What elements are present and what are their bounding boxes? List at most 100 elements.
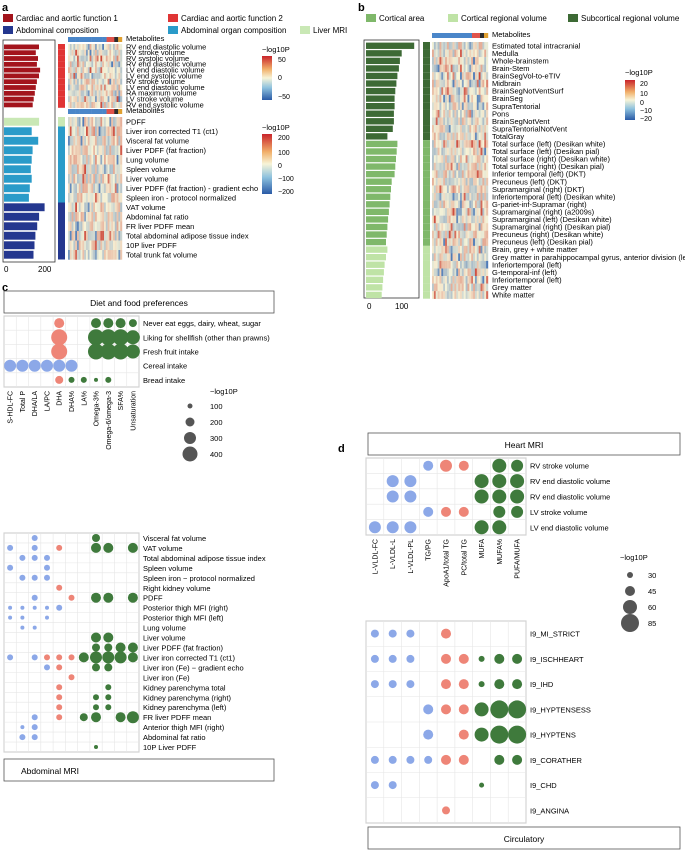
bar xyxy=(4,146,33,155)
row-label: Lung volume xyxy=(126,156,169,165)
heat-cell xyxy=(86,212,88,222)
heat-cell xyxy=(452,177,455,186)
heat-cell xyxy=(96,221,99,232)
heat-cell xyxy=(450,42,453,50)
heat-cell xyxy=(463,64,466,73)
bar xyxy=(366,148,397,155)
heat-cell xyxy=(486,147,489,156)
heat-cell xyxy=(71,96,74,103)
heat-cell xyxy=(84,49,87,56)
heat-cell xyxy=(460,102,463,111)
heat-cell xyxy=(86,44,88,50)
heat-cell xyxy=(458,109,461,118)
heat-cell xyxy=(104,67,106,74)
heat-cell xyxy=(456,291,459,299)
heat-cell xyxy=(107,174,110,184)
heat-cell xyxy=(461,49,464,58)
heat-cell xyxy=(82,44,85,50)
heat-cell xyxy=(93,183,96,194)
heat-cell xyxy=(96,96,99,103)
heat-cell xyxy=(441,177,444,186)
heat-cell xyxy=(107,78,110,85)
bar xyxy=(366,208,389,216)
category-cell xyxy=(58,102,65,108)
dot xyxy=(105,684,112,691)
heat-cell xyxy=(452,117,455,126)
dot xyxy=(458,679,469,690)
heat-cell xyxy=(460,170,463,179)
heat-cell xyxy=(82,136,85,146)
row-label: Posterior thigh MFI (left) xyxy=(143,614,224,623)
heat-cell xyxy=(473,102,476,111)
heat-cell xyxy=(86,96,88,103)
heat-cell xyxy=(102,183,105,194)
heat-cell xyxy=(87,67,90,74)
heat-cell xyxy=(435,72,438,80)
metabolite-class-cell xyxy=(114,37,119,42)
heat-cell xyxy=(105,240,108,251)
row-label: Supramarginal (right) (DKT) xyxy=(492,185,585,194)
heat-cell xyxy=(467,268,470,277)
heat-cell xyxy=(450,170,453,179)
heat-cell xyxy=(445,253,448,262)
heat-cell xyxy=(91,67,94,74)
heat-cell xyxy=(93,61,96,68)
heat-cell xyxy=(71,67,74,74)
dot xyxy=(510,474,525,489)
heat-cell xyxy=(461,140,464,148)
heat-cell xyxy=(443,200,446,209)
heat-cell xyxy=(77,44,79,50)
legend-livermri: Liver MRI xyxy=(313,26,347,35)
heat-cell xyxy=(474,140,477,148)
metabolite-class-cell xyxy=(440,33,445,38)
heat-cell xyxy=(454,291,457,299)
heat-cell xyxy=(450,79,453,88)
heat-cell xyxy=(69,193,72,203)
heat-cell xyxy=(471,117,474,126)
heat-cell xyxy=(69,221,72,232)
heat-cell xyxy=(80,250,83,260)
heat-cell xyxy=(446,162,449,171)
heat-cell xyxy=(89,193,92,203)
metabolite-class-cell xyxy=(432,33,437,38)
heat-cell xyxy=(458,147,461,156)
heat-cell xyxy=(456,117,459,126)
heat-cell xyxy=(480,147,483,156)
heat-cell xyxy=(480,162,483,171)
heat-cell xyxy=(89,183,92,194)
row-label: Total surface (right) (Desikan white) xyxy=(492,155,610,164)
heat-cell xyxy=(68,117,70,127)
heat-cell xyxy=(71,250,74,260)
heat-cell xyxy=(456,49,459,58)
heat-cell xyxy=(77,155,79,165)
heat-cell xyxy=(443,109,446,118)
heat-cell xyxy=(448,117,451,126)
heat-cell xyxy=(469,162,472,171)
heat-cell xyxy=(460,132,463,141)
heat-cell xyxy=(432,147,435,156)
bar xyxy=(4,203,45,212)
heat-cell xyxy=(433,140,436,148)
heat-cell xyxy=(480,102,483,111)
heat-cell xyxy=(446,253,449,262)
heat-cell xyxy=(486,193,489,201)
heat-cell xyxy=(474,147,477,156)
heat-cell xyxy=(437,276,440,284)
bar xyxy=(366,216,389,223)
heat-cell xyxy=(446,276,449,284)
metabolite-class-cell xyxy=(91,109,96,114)
heat-cell xyxy=(445,170,448,179)
heat-cell xyxy=(448,125,451,133)
heat-cell xyxy=(482,253,485,262)
bar xyxy=(366,246,388,253)
heat-cell xyxy=(96,67,99,74)
heat-cell xyxy=(450,49,453,58)
heat-cell xyxy=(463,283,466,292)
heat-cell xyxy=(458,238,461,247)
heat-cell xyxy=(113,250,115,260)
heat-cell xyxy=(118,145,121,156)
size-legend-value: 85 xyxy=(648,619,656,628)
heat-cell xyxy=(69,174,72,184)
heat-cell xyxy=(463,42,466,50)
heat-cell xyxy=(109,102,112,108)
